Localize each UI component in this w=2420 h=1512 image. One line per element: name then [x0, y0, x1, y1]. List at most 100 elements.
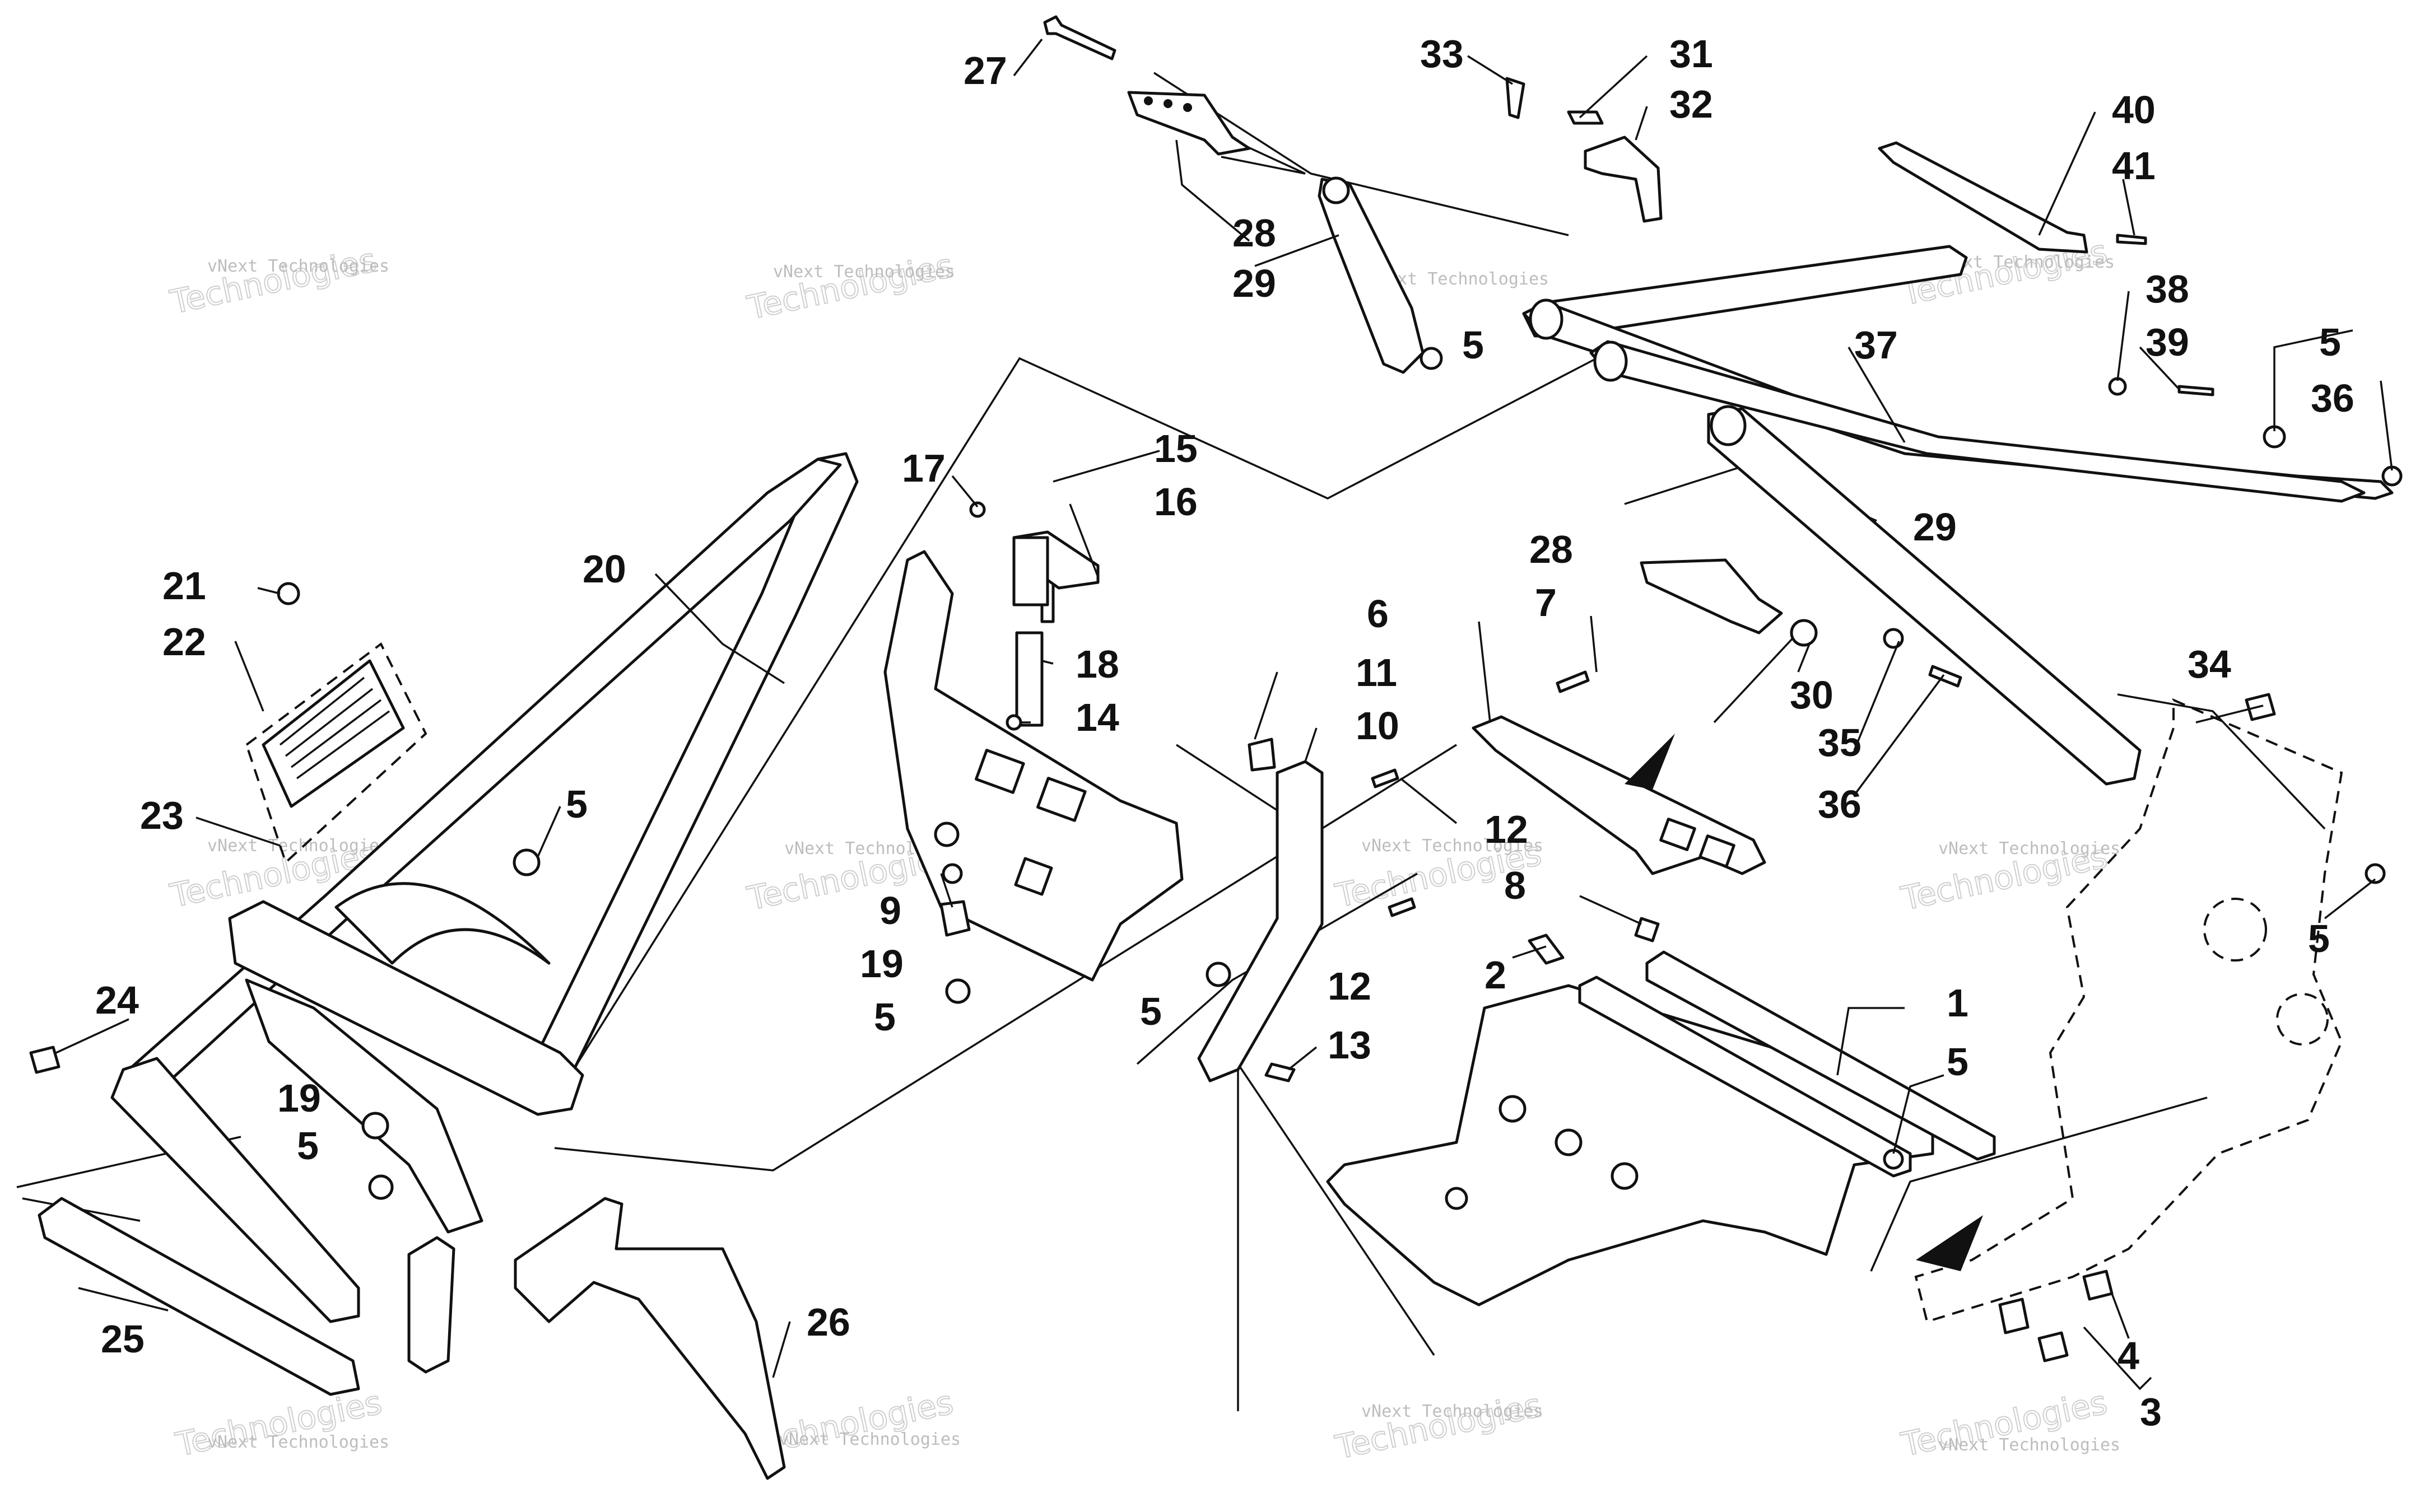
link-end — [1710, 405, 1747, 446]
watermark: Technologies vNext Technologies — [1332, 1385, 1546, 1467]
plate-cutout — [1014, 857, 1053, 896]
callout-21: 21 — [162, 564, 206, 608]
frame-crossbar — [228, 900, 584, 1116]
watermark-text: vNext Technologies — [779, 1430, 961, 1449]
callout-10: 10 — [1356, 704, 1399, 748]
nut-5-channel — [1206, 962, 1231, 987]
bolt-24 — [29, 1046, 61, 1074]
callout-41: 41 — [2112, 144, 2156, 188]
callout-11: 11 — [1356, 651, 1397, 694]
callout-5-chassis: 5 — [2308, 917, 2330, 960]
nut-5-upper — [1420, 347, 1443, 370]
watermark-text: vNext Technologies — [207, 1432, 389, 1452]
nut-5 — [945, 978, 971, 1004]
bolt-2 — [1528, 934, 1565, 965]
chassis-outline — [1914, 693, 2386, 1323]
bolt-3b — [2037, 1331, 2069, 1362]
watermark: Technologies vNext Technologies — [1897, 1383, 2120, 1464]
washer-38 — [2108, 377, 2127, 396]
arm-cutout — [1698, 834, 1735, 868]
arrow-marker — [1625, 734, 1675, 790]
rivet-39 — [2177, 385, 2214, 396]
callout-5-upper: 5 — [1462, 323, 1484, 367]
callout-5-plate: 5 — [874, 995, 896, 1039]
rivet-13 — [1264, 1062, 1296, 1082]
skid-hole — [1555, 1128, 1583, 1156]
bracket-26 — [514, 1197, 786, 1480]
callout-19-frame: 19 — [277, 1076, 321, 1120]
tube-25 — [38, 1197, 360, 1396]
channel-10-body — [1197, 760, 1324, 1082]
skid-hole — [1611, 1162, 1639, 1190]
bolt-12-upper — [1371, 768, 1399, 788]
callout-31: 31 — [1669, 32, 1713, 76]
callout-27: 27 — [964, 49, 1007, 92]
bolt-21 — [277, 582, 300, 605]
label-text-lines — [279, 676, 390, 780]
watermark-text: vNext Technologies — [1361, 836, 1543, 856]
watermark: Technologies vNext Technologies — [172, 1383, 389, 1464]
label-outline — [245, 642, 427, 865]
nut-19-frame — [361, 1112, 389, 1140]
washer-35 — [1883, 628, 1904, 649]
callout-7: 7 — [1535, 581, 1557, 624]
callout-labels: 1 2 3 4 5 5 5 5 5 5 5 5 6 7 8 9 10 11 12… — [95, 32, 2354, 1434]
reference-line — [2117, 693, 2326, 830]
bracket-40-group — [1878, 141, 2147, 254]
plate-cutout — [975, 749, 1025, 794]
arm-6 — [1472, 670, 1766, 942]
frame-gusset — [334, 882, 551, 965]
nut-17 — [969, 501, 986, 518]
reference-line — [1136, 872, 1418, 1065]
bolt-27 — [1043, 15, 1116, 60]
plate-hole — [934, 822, 960, 847]
callout-35: 35 — [1818, 721, 1861, 764]
bolt-11 — [1248, 738, 1276, 772]
reference-line — [1221, 139, 1306, 175]
callout-6: 6 — [1367, 592, 1389, 636]
callout-3: 3 — [2140, 1390, 2162, 1434]
label-22 — [262, 659, 405, 808]
watermark: Technologies vNext Technologies — [166, 240, 389, 322]
reference-line — [1870, 1096, 2208, 1272]
bracket-40 — [1878, 141, 2088, 254]
front-frame-20 — [110, 452, 859, 1374]
reference-line — [554, 744, 1457, 1172]
bracket-28 — [1127, 91, 1251, 156]
bracket-28-lower — [1640, 558, 1783, 634]
watermark-text: vNext Technologies — [207, 836, 389, 856]
callout-5-channel: 5 — [1140, 990, 1162, 1033]
watermark-text: Technologies — [1332, 1386, 1545, 1467]
callout-28-lower: 28 — [1529, 528, 1573, 571]
callout-24: 24 — [95, 978, 139, 1022]
link-29-lower-group — [1640, 405, 2142, 786]
skid-frame-1 — [1326, 934, 2114, 1362]
bolt-3 — [1998, 1298, 2030, 1334]
callout-39: 39 — [2146, 320, 2189, 364]
skid-hole — [1445, 1187, 1468, 1210]
callout-5: 5 — [1947, 1040, 1968, 1084]
plate-cutout — [1036, 777, 1087, 822]
watermark-text: vNext Technologies — [1361, 1402, 1543, 1421]
callout-34: 34 — [2188, 642, 2231, 686]
link-29-upper — [1318, 178, 1425, 374]
bolt-4 — [2082, 1270, 2114, 1301]
callout-22: 22 — [162, 620, 206, 664]
tube-1 — [1645, 950, 1996, 1161]
rail-37-lower — [1589, 340, 2366, 503]
nut-30 — [1790, 619, 1818, 647]
rivet-41 — [2116, 234, 2147, 245]
frame-tube-right — [530, 452, 859, 1094]
bolt-7 — [1556, 670, 1590, 693]
spacer-16 — [1012, 536, 1049, 606]
callout-28: 28 — [1232, 211, 1276, 255]
tube-1-rear — [1578, 976, 1912, 1178]
frame-tube-left — [122, 458, 842, 1099]
watermark-text: Technologies — [744, 246, 957, 327]
callout-30: 30 — [1790, 673, 1833, 717]
watermark-text: vNext Technologies — [773, 262, 955, 282]
callout-37: 37 — [1854, 323, 1898, 367]
callout-12-lower: 12 — [1328, 964, 1371, 1008]
